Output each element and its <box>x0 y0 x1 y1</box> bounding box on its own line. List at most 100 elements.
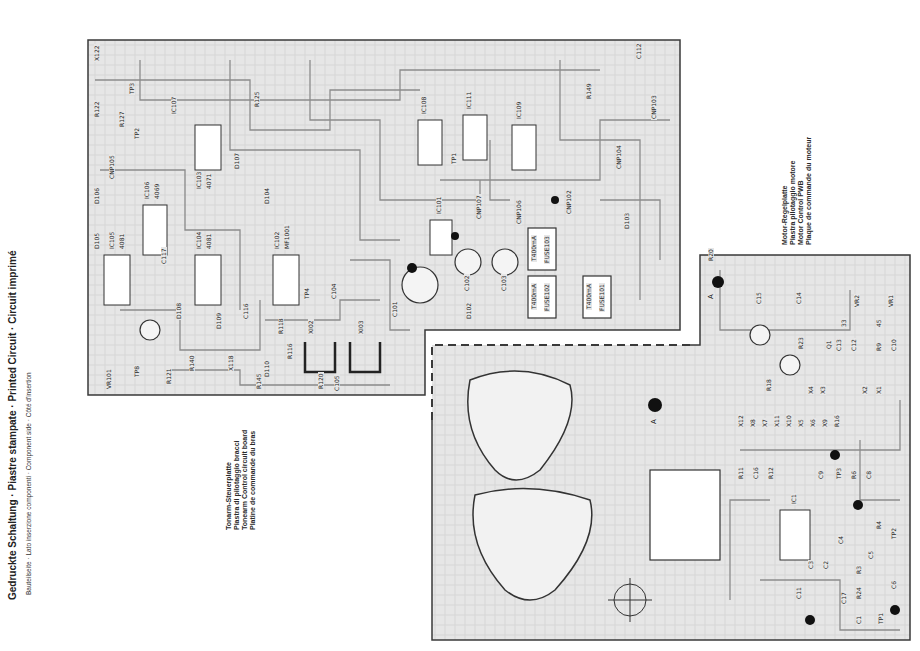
component-label: R4 <box>876 520 882 530</box>
component-label: D106 <box>94 187 100 205</box>
component-label: C1 <box>856 615 862 625</box>
capacitor-outlines <box>140 249 518 340</box>
component-label: C11 <box>796 586 802 600</box>
component-label: VR2 <box>854 294 860 308</box>
component-label: C112 <box>636 42 642 60</box>
component-label: C16 <box>753 466 759 480</box>
component-label: R12 <box>768 466 774 480</box>
component-label: R18 <box>766 378 772 392</box>
component-label: D110 <box>264 360 270 378</box>
component-label: D104 <box>264 187 270 205</box>
ic-package <box>780 510 810 560</box>
component-label: C116 <box>243 302 249 320</box>
component-label: X118 <box>228 354 234 372</box>
component-label: IC103 <box>196 171 202 190</box>
component-label: C8 <box>866 470 872 480</box>
component-label: X11 <box>774 414 780 428</box>
solder-pads <box>407 196 559 273</box>
component-label: D103 <box>624 212 630 230</box>
component-label: X4 <box>808 385 814 395</box>
component-label: R16 <box>834 414 840 428</box>
component-label: C105 <box>334 374 340 392</box>
component-label: R140 <box>189 354 195 372</box>
component-label: 4081 <box>206 233 212 250</box>
component-label: R20 <box>708 248 714 262</box>
board-outline <box>88 40 680 395</box>
component-label: D102 <box>466 302 472 320</box>
board-texture <box>432 255 910 640</box>
component-label: FUSE102 <box>544 283 550 312</box>
component-label: R121 <box>166 367 172 385</box>
component-label: C17 <box>841 591 847 605</box>
board-outline <box>432 255 910 640</box>
component-label: IC104 <box>196 231 202 250</box>
component-label: FUSE101 <box>599 283 605 312</box>
tonearm-board <box>88 40 680 395</box>
component-label: CNP104 <box>616 144 622 170</box>
component-label: R6 <box>851 470 857 480</box>
component-label: C4 <box>838 535 844 545</box>
component-label: IC1 <box>791 493 797 505</box>
component-label: C15 <box>756 291 762 305</box>
component-label: R145 <box>256 372 262 390</box>
connector-brackets <box>305 342 380 372</box>
capacitor-outlines <box>750 325 800 375</box>
solder-pads <box>648 276 900 625</box>
subtitle: Bauteilseite · Lato inserzione component… <box>26 372 33 595</box>
title: Gedruckte Schaltung · Piastre stampate ·… <box>8 250 18 600</box>
component-label: FUSE103 <box>544 235 550 264</box>
component-label: T400mA <box>531 283 537 310</box>
copper-traces <box>95 60 670 385</box>
board-label: Plaque de commande du moteur <box>805 137 812 245</box>
component-label: X6 <box>810 418 816 428</box>
component-label: IC107 <box>171 96 177 115</box>
component-label: X3 <box>820 385 826 395</box>
board-label: Motor-Regelplatte <box>781 186 788 246</box>
board-label: Platine de commande du bras <box>249 431 256 530</box>
component-label: X10 <box>786 414 792 428</box>
component-label: CNP105 <box>109 154 115 180</box>
component-label: 4071 <box>206 173 212 190</box>
component-label: IC106 <box>144 181 150 200</box>
component-label: C6 <box>891 580 897 590</box>
component-label: IC105 <box>109 231 115 250</box>
component-label: TP1 <box>878 612 884 625</box>
component-label: C14 <box>796 291 802 305</box>
component-label: IC109 <box>516 101 522 120</box>
component-label: IC111 <box>466 91 472 110</box>
component-label: CNP103 <box>651 94 657 120</box>
ic-packages <box>104 115 536 305</box>
component-label: TP3 <box>129 82 135 95</box>
component-label: X7 <box>762 418 768 428</box>
component-label: A <box>651 418 658 425</box>
component-label: TP2 <box>134 127 140 140</box>
component-label: C5 <box>868 550 874 560</box>
component-label: C3 <box>808 560 814 570</box>
component-label: C104 <box>331 282 337 300</box>
component-label: TP8 <box>134 365 140 378</box>
component-label: R125 <box>254 90 260 108</box>
component-label: VR1 <box>888 294 894 308</box>
board-label: Motor Control PWB <box>797 180 804 245</box>
component-label: 33 <box>841 318 847 328</box>
component-label: TP1 <box>451 152 457 165</box>
motor-coil-outline <box>473 489 592 600</box>
component-label: C101 <box>392 300 398 318</box>
component-label: IC108 <box>421 96 427 115</box>
component-label: R118 <box>278 317 284 335</box>
component-label: 4081 <box>119 233 125 250</box>
component-label: C102 <box>464 274 470 292</box>
component-label: A <box>708 293 715 300</box>
component-label: X9 <box>822 418 828 428</box>
motor-coil-outline <box>468 371 572 480</box>
component-label: XI03 <box>358 319 364 335</box>
component-label: TP4 <box>304 287 310 300</box>
component-label: R23 <box>798 336 804 350</box>
component-label: X1 <box>876 385 882 395</box>
board-label: Tonarm-Steuerplatte <box>225 462 232 530</box>
component-label: C10 <box>891 338 897 352</box>
board-texture <box>88 40 680 395</box>
component-label: C13 <box>836 338 842 352</box>
component-label: T400mA <box>586 283 592 310</box>
